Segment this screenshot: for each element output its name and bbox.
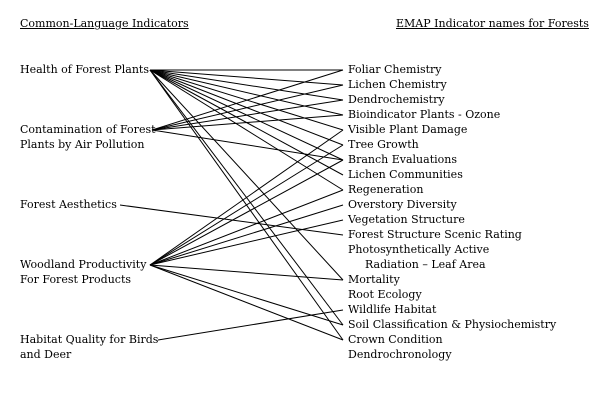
- common-indicator-4: Woodland Productivity: [20, 258, 147, 271]
- connector-line-4: [149, 69, 344, 116]
- connector-line-19: [149, 129, 344, 266]
- emap-indicator-2: Lichen Chemistry: [348, 78, 447, 91]
- emap-indicator-14: Mortality: [348, 273, 400, 286]
- emap-indicator-7: Branch Evaluations: [348, 153, 457, 166]
- connector-line-23: [149, 204, 344, 266]
- emap-indicator-5: Visible Plant Damage: [348, 123, 468, 136]
- emap-indicator-13-line2: Radiation – Leaf Area: [365, 258, 486, 271]
- emap-indicator-17: Soil Classification & Physiochemistry: [348, 318, 557, 331]
- common-indicator-2-line2: Plants by Air Pollution: [20, 138, 145, 151]
- emap-indicator-19: Dendrochronology: [348, 348, 452, 361]
- emap-indicator-6: Tree Growth: [348, 138, 419, 151]
- emap-indicator-12: Forest Structure Scenic Rating: [348, 228, 522, 241]
- emap-indicator-8: Lichen Communities: [348, 168, 463, 181]
- connector-line-2: [149, 69, 344, 86]
- emap-indicator-18: Crown Condition: [348, 333, 443, 346]
- connector-line-18: [119, 204, 344, 236]
- common-indicator-1: Health of Forest Plants: [20, 63, 149, 76]
- connector-line-25: [149, 264, 344, 281]
- connector-line-10: [149, 69, 344, 281]
- left-column-header: Common-Language Indicators: [20, 17, 189, 30]
- connector-line-22: [149, 189, 344, 266]
- right-column-header: EMAP Indicator names for Forests: [396, 17, 589, 30]
- emap-indicator-11: Vegetation Structure: [348, 213, 465, 226]
- emap-indicator-13: Photosynthetically Active: [348, 243, 490, 256]
- connector-line-26: [149, 264, 344, 326]
- emap-indicator-16: Wildlife Habitat: [348, 303, 437, 316]
- connector-line-21: [149, 159, 344, 266]
- common-indicator-3: Forest Aesthetics: [20, 198, 117, 211]
- connector-line-17: [151, 129, 344, 161]
- connector-line-20: [149, 144, 344, 266]
- connector-line-3: [149, 69, 344, 101]
- connector-line-9: [149, 69, 344, 191]
- emap-indicator-10: Overstory Diversity: [348, 198, 457, 211]
- emap-indicator-9: Regeneration: [348, 183, 424, 196]
- connector-line-14: [151, 84, 344, 131]
- common-indicator-5: Habitat Quality for Birds: [20, 333, 159, 346]
- connector-line-28: [157, 309, 344, 341]
- emap-indicator-1: Foliar Chemistry: [348, 63, 442, 76]
- connector-line-16: [151, 114, 344, 131]
- connector-line-27: [149, 264, 344, 341]
- emap-indicator-4: Bioindicator Plants - Ozone: [348, 108, 501, 121]
- connector-line-15: [151, 99, 344, 131]
- common-indicator-2: Contamination of Forest: [20, 123, 156, 136]
- emap-indicator-3: Dendrochemistry: [348, 93, 445, 106]
- connector-line-13: [151, 69, 344, 131]
- common-indicator-5-line2: and Deer: [20, 348, 72, 361]
- common-indicator-4-line2: For Forest Products: [20, 273, 132, 286]
- connector-line-24: [149, 219, 344, 266]
- emap-indicator-15: Root Ecology: [348, 288, 422, 301]
